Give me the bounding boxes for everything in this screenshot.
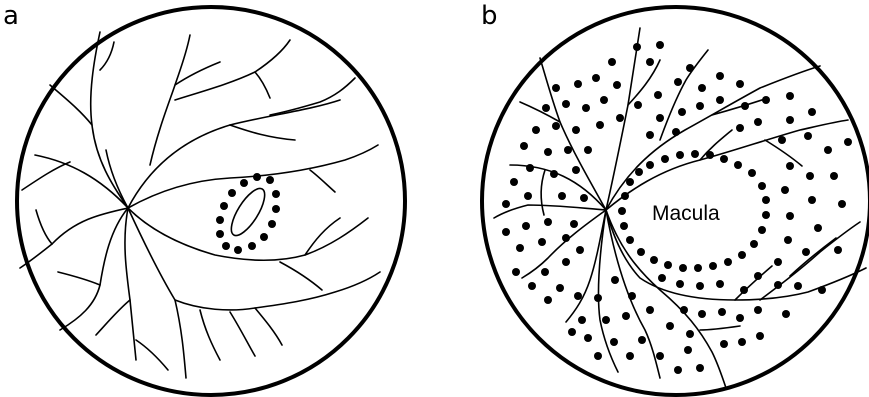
panel-b-label: b — [481, 1, 498, 31]
panel-a-label: a — [3, 1, 19, 31]
macula-label: Macula — [652, 202, 720, 225]
panel-a-macular-spots — [216, 173, 280, 254]
panel-a: a — [3, 1, 405, 395]
panel-b: b — [481, 1, 869, 395]
panel-a-vessels — [20, 32, 380, 378]
